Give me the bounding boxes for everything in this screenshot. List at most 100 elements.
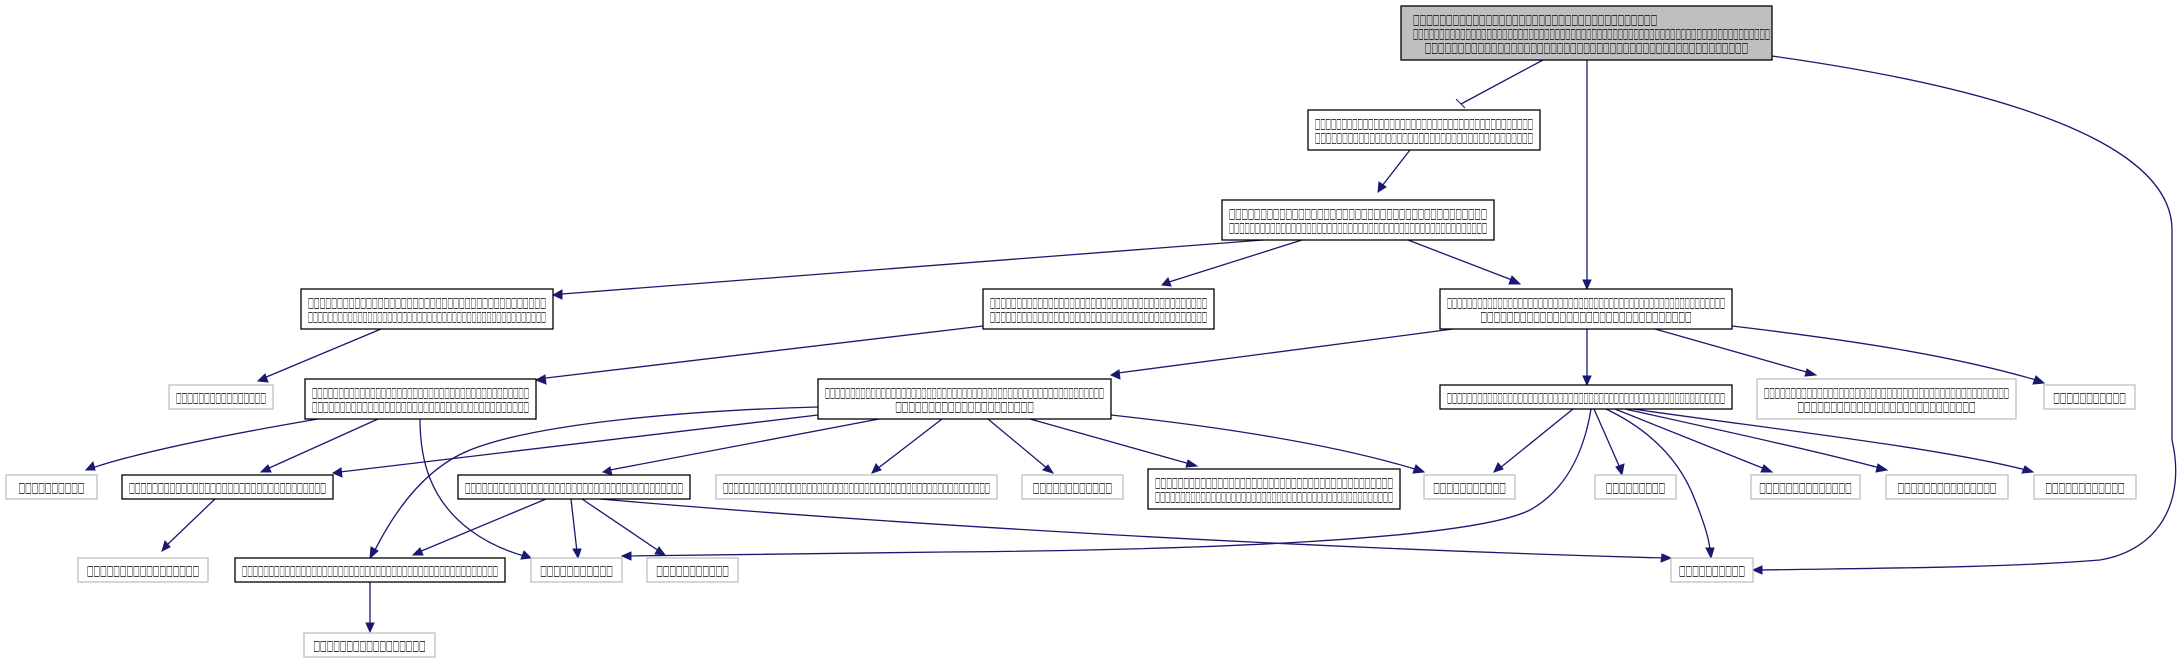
- edge-arrowhead: [2032, 375, 2046, 385]
- edge-line: [1624, 408, 1881, 469]
- node-box: [1400, 5, 1773, 61]
- node-label: □□□□□□□□□□□□□□□□□□□□□: [895, 399, 1034, 415]
- edge-line: [1759, 55, 2177, 571]
- edge-arrowhead: [256, 373, 269, 383]
- node-box: [646, 557, 739, 583]
- node-label: □□□□□□□□□□□□□□□□□□□□□□□□□□□□□□□□□□□□□□□□…: [242, 563, 498, 579]
- edge-line: [167, 498, 216, 545]
- edge-arrowhead: [654, 546, 667, 556]
- graph-node-n16: □□□□□□□□□□□□: [1021, 474, 1124, 500]
- edge-line: [599, 498, 1665, 559]
- edge-line: [1110, 414, 1419, 471]
- graph-node-n5[interactable]: □□□□□□□□□□□□□□□□□□□□□□□□□□□□□□□□□□□□□□□□…: [1439, 288, 1733, 330]
- node-box: [1221, 199, 1495, 241]
- edge-arrowhead: [1582, 279, 1592, 291]
- node-label: □□□□□□□□□□□□□□□□□□□□□□□□□□□□□□□□□□□□□□□: [465, 480, 683, 496]
- graph-node-n24[interactable]: □□□□□□□□□□□□□□□□□□□□□□□□□□□□□□□□□□□□□□□□…: [234, 557, 506, 583]
- graph-node-n14[interactable]: □□□□□□□□□□□□□□□□□□□□□□□□□□□□□□□□□□□□□□□: [457, 474, 691, 500]
- node-box: [715, 474, 998, 500]
- node-label: □□□□□□□□□□□□□□□□□□□□□□□□□□□□□□□□□□□□□□□□…: [1155, 475, 1393, 491]
- edge-arrowhead: [1705, 547, 1715, 560]
- edge-line: [339, 414, 819, 473]
- graph-node-n11: □□□□□□□□□□□: [2043, 384, 2136, 410]
- node-label: □□□□□□□□□□□□□□□□□□□□□□□□□□□□□□□□□□□□□□□□…: [308, 295, 546, 311]
- node-label: □□□□□□□□□□: [19, 480, 85, 496]
- edge-line: [1731, 325, 2037, 381]
- edge-line: [418, 498, 547, 553]
- graph-node-n1[interactable]: □□□□□□□□□□□□□□□□□□□□□□□□□□□□□□□□□□□□□□□□…: [1307, 109, 1541, 151]
- edge-arrowhead: [1455, 98, 1466, 109]
- node-label: □□□□□□□□□□□□□□□□□□□□□□□□□□□□□□□□□□□□□□□: [312, 399, 529, 415]
- graph-node-root[interactable]: □□□□□□□□□□□□□□□□□□□□□□□□□□□□□□□□□□□□□□□□…: [1400, 5, 1773, 61]
- node-box: [2033, 474, 2137, 500]
- graph-node-n22: □□□□□□□□□□□□: [2033, 474, 2137, 500]
- graph-node-n19: □□□□□□□□□: [1594, 474, 1677, 500]
- edge-line: [266, 418, 379, 470]
- node-box: [5, 474, 98, 500]
- edge-line: [987, 418, 1049, 470]
- edge-arrowhead: [1760, 464, 1774, 473]
- edge-line: [627, 408, 1592, 557]
- node-label: □□□□□□□□□□□□□□□□□□□□□□□□□□□□□□□□□□□□□□□□…: [1447, 295, 1725, 311]
- node-label: □□□□□□□□□□□□: [2045, 480, 2124, 496]
- edge-line: [1381, 149, 1411, 187]
- edge-line: [1614, 408, 1766, 470]
- edge-arrowhead: [1804, 368, 1818, 377]
- node-label: □□□□□□□□□□□□□□□□□□□□□□□□□□□□□□□□□□□□□□□□: [1315, 130, 1533, 146]
- node-box: [1423, 474, 1516, 500]
- edge-arrowhead: [1615, 463, 1625, 477]
- node-label: □□□□□□□□□□□□□□□□□□□□□□□□□□□□□□□□□□□□□□□□…: [308, 309, 546, 325]
- edge-arrowhead: [520, 550, 533, 560]
- node-box: [300, 288, 554, 330]
- graph-node-n7[interactable]: □□□□□□□□□□□□□□□□□□□□□□□□□□□□□□□□□□□□□□□□…: [304, 378, 537, 420]
- edge-line: [1117, 328, 1454, 374]
- graph-node-n3[interactable]: □□□□□□□□□□□□□□□□□□□□□□□□□□□□□□□□□□□□□□□□…: [300, 288, 554, 330]
- graph-node-n17[interactable]: □□□□□□□□□□□□□□□□□□□□□□□□□□□□□□□□□□□□□□□□…: [1147, 468, 1401, 510]
- edge-arrowhead: [369, 546, 379, 560]
- edge-line: [1654, 328, 1811, 374]
- edge-line: [1407, 239, 1513, 281]
- graph-node-n2[interactable]: □□□□□□□□□□□□□□□□□□□□□□□□□□□□□□□□□□□□□□□□…: [1221, 199, 1495, 241]
- edge-arrowhead: [871, 463, 882, 474]
- edge-arrowhead: [1508, 275, 1522, 285]
- graph-nodes: □□□□□□□□□□□□□□□□□□□□□□□□□□□□□□□□□□□□□□□□…: [5, 5, 2137, 658]
- node-box: [530, 557, 623, 583]
- node-label: □□□□□□□□□□□: [2053, 390, 2126, 406]
- edge-line: [419, 418, 525, 557]
- graph-node-n6: □□□□□□□□□□□□□□□□: [168, 384, 274, 410]
- node-label: □□□□□□□□□: [1606, 480, 1665, 496]
- edge-line: [609, 418, 880, 471]
- node-label: □□□□□□□□□□□: [1433, 480, 1506, 496]
- node-label: □□□□□□□□□□□□□□□□□□□□□□□□□□□□□□□□□□□□□□□□…: [1229, 206, 1487, 222]
- node-label: □□□□□□□□□□□□□□□□□□□□□□□□□□□□□□□□□□□□□□□□…: [1425, 40, 1748, 56]
- graph-node-n8[interactable]: □□□□□□□□□□□□□□□□□□□□□□□□□□□□□□□□□□□□□□□□…: [817, 378, 1112, 420]
- graph-node-n26: □□□□□□□□□□□: [646, 557, 739, 583]
- edge-arrowhead: [534, 374, 547, 385]
- node-label: □□□□□□□□□□□□□□□□□□□□□□□□□□□□□□□□□□□□□□□□…: [1155, 489, 1393, 505]
- graph-node-n15: □□□□□□□□□□□□□□□□□□□□□□□□□□□□□□□□□□□□□□□□…: [715, 474, 998, 500]
- node-label: □□□□□□□□□□□□□□□□□□□□□□□□□□□□□□□□□□□□□□□□…: [1447, 390, 1725, 406]
- node-label: □□□□□□□□□□□: [656, 563, 729, 579]
- node-box: [1885, 474, 2009, 500]
- edge-line: [1632, 408, 2027, 471]
- graph-node-n18: □□□□□□□□□□□: [1423, 474, 1516, 500]
- graph-node-n10: □□□□□□□□□□□□□□□□□□□□□□□□□□□□□□□□□□□□□□□□…: [1756, 378, 2017, 420]
- edge-arrowhead: [365, 622, 375, 634]
- graph-node-n25: □□□□□□□□□□□: [530, 557, 623, 583]
- node-label: □□□□□□□□□□: [1679, 563, 1745, 579]
- graph-node-n4[interactable]: □□□□□□□□□□□□□□□□□□□□□□□□□□□□□□□□□□□□□□□□…: [982, 288, 1215, 330]
- edge-arrowhead: [1185, 459, 1199, 468]
- edge-line: [373, 406, 819, 553]
- node-box: [2043, 384, 2136, 410]
- graph-node-n13[interactable]: □□□□□□□□□□□□□□□□□□□□□□□□□□□□□□□□□□: [121, 474, 334, 500]
- node-box: [303, 632, 436, 658]
- edge-line: [91, 418, 319, 469]
- node-label: □□□□□□□□□□□□□□□□□□□□□□□□□□□□□□□□□□□□□□□□…: [990, 309, 1207, 325]
- edge-arrowhead: [601, 466, 613, 476]
- edge-arrowhead: [1493, 462, 1504, 473]
- node-label: □□□□□□□□□□□□□□□□□: [313, 638, 425, 654]
- graph-node-n9[interactable]: □□□□□□□□□□□□□□□□□□□□□□□□□□□□□□□□□□□□□□□□…: [1439, 384, 1733, 410]
- edge-arrowhead: [2021, 465, 2035, 474]
- node-box: [1307, 109, 1541, 151]
